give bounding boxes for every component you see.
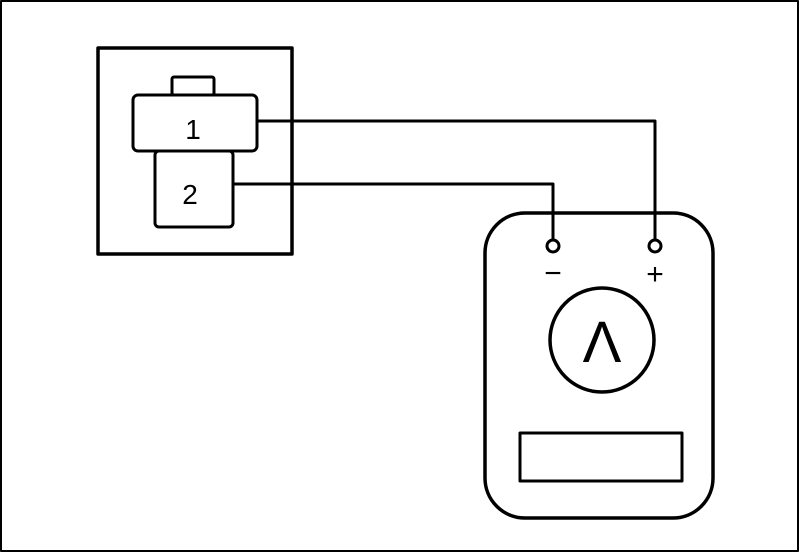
pin-1-label: 1 [185,114,201,145]
connector-latch [170,75,216,97]
multimeter: − + Λ [483,211,715,520]
negative-terminal-label: − [544,257,562,290]
positive-terminal [647,238,663,254]
gauge-symbol: Λ [583,310,622,375]
wire-pin1-to-positive [255,119,657,242]
connector-pin-2 [153,149,235,229]
wire-pin2-to-negative [231,182,555,242]
connector: 1 2 [96,46,294,256]
negative-terminal [545,238,561,254]
positive-terminal-label: + [646,258,664,291]
multimeter-body [483,211,715,520]
meter-display [518,431,684,483]
meter-gauge [548,286,656,394]
connector-housing [96,46,294,256]
pin-2-label: 2 [182,179,198,210]
